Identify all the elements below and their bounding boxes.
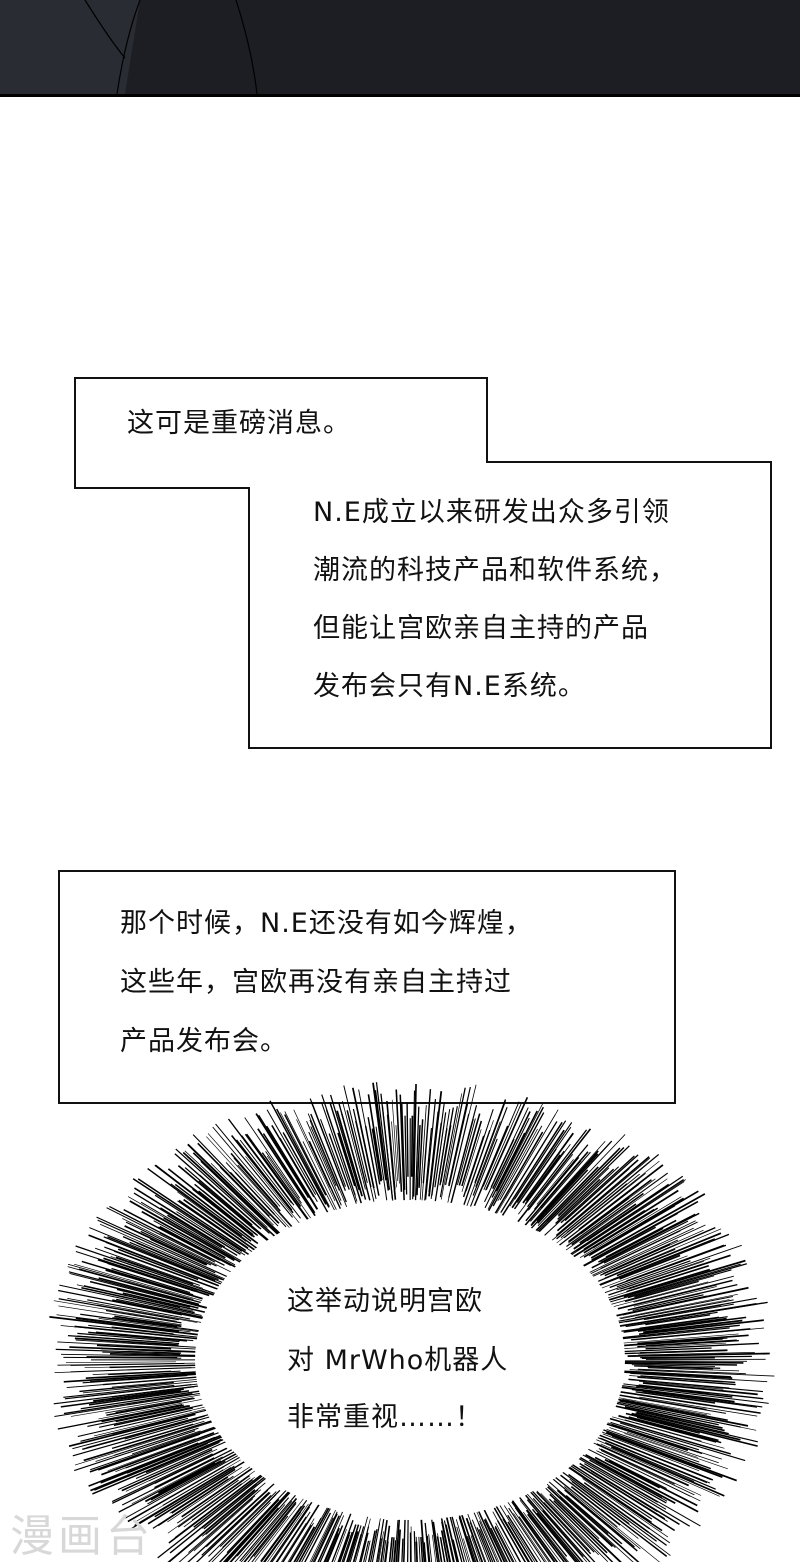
- speed-line: [642, 1358, 715, 1359]
- speed-line: [412, 1116, 413, 1177]
- speed-line: [66, 1362, 176, 1363]
- burst-caption-line: 非常重视……！: [287, 1401, 483, 1435]
- speed-line: [628, 1354, 770, 1357]
- caption-3-line: 产品发布会。: [120, 1025, 288, 1059]
- speed-line: [86, 1357, 177, 1358]
- caption-3-line: 这些年，宫欧再没有亲自主持过: [120, 966, 512, 1000]
- caption-2-line: 发布会只有N.E系统。: [313, 670, 586, 704]
- caption-3-line: 那个时候，N.E还没有如今辉煌，: [120, 907, 533, 941]
- speed-line: [407, 1103, 408, 1177]
- speed-burst: [49, 1082, 774, 1562]
- speed-line: [626, 1413, 758, 1446]
- burst-caption-line: 这举动说明宫欧: [287, 1285, 483, 1319]
- caption-2-line: N.E成立以来研发出众多引领: [313, 496, 670, 530]
- caption-2-line: 潮流的科技产品和软件系统，: [313, 554, 677, 588]
- watermark-logo: 漫画台: [10, 1500, 154, 1564]
- speed-line: [330, 1103, 361, 1203]
- burst-caption-line: 对 MrWho机器人: [287, 1344, 508, 1378]
- speed-line: [405, 1116, 407, 1195]
- caption-2-line: 但能让宫欧亲自主持的产品: [313, 612, 649, 646]
- speed-line: [595, 1234, 729, 1287]
- caption-1-text: 这可是重磅消息。: [127, 407, 351, 441]
- speed-line: [493, 1113, 544, 1206]
